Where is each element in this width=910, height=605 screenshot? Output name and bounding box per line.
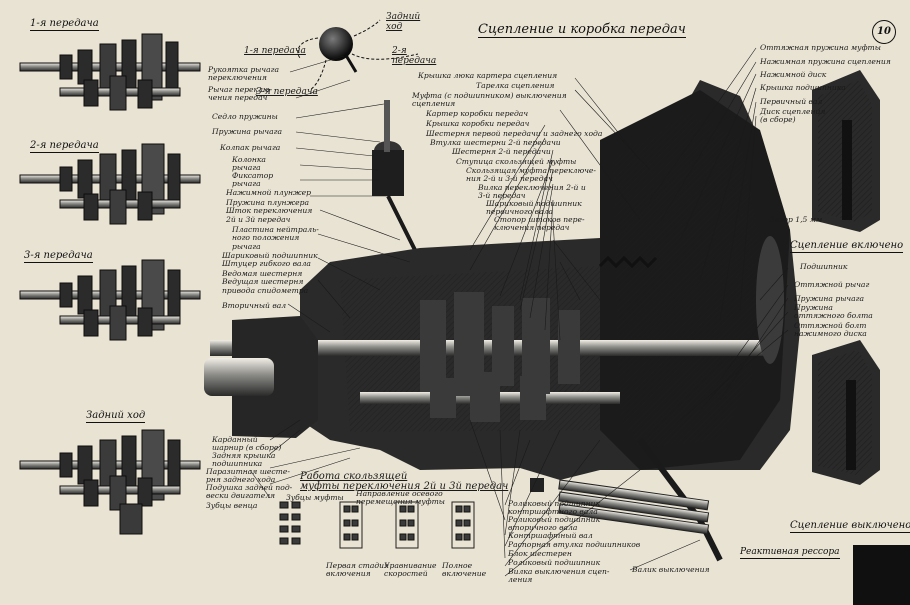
label-speedo-gears: Ведомая шестерня Ведущая шестерня привод… (222, 269, 309, 295)
label-spacer-sleeve: Распорная втулка подшипников (508, 540, 641, 549)
label-stage-first: Первая стадия включения (326, 561, 390, 579)
label-release-bolt: Оттяжной болт нажимного диска (794, 321, 867, 339)
page-title: Сцепление и коробка передач (478, 22, 686, 38)
label-shift-fork: Вилка переключения 2-й и 3-й передач (478, 183, 586, 201)
label-neutral-plate: Пластина нейтраль- ного положения рычага (232, 225, 319, 251)
label-ring-teeth: Зубцы венца (206, 501, 258, 510)
label-lever-spring-right: Пружина рычага (794, 294, 865, 303)
label-output-shaft: Вторичный вал (222, 301, 287, 310)
shift-label-reverse: Задний ход (386, 12, 421, 32)
label-release-shaft: Валик выключения (632, 565, 710, 574)
label-clutch-plate: Тарелка сцепления (476, 81, 555, 90)
label-hatch-cover: Крышка люка картера сцепления (418, 71, 558, 80)
sliding-clutch-title: Работа скользящей муфты переключения 2й … (300, 471, 509, 492)
label-clutch-teeth: Зубцы муфты (286, 493, 344, 502)
label-release-fork: Вилка выключения сцеп- ления (508, 567, 610, 585)
label-axial-direction: Направление осевого перемещения муфты (356, 489, 445, 507)
label-input-bearing: Шариковый подшипник первичного вала (486, 199, 582, 217)
clutch-detail-drawings (812, 70, 880, 485)
label-output-roller-bearing: Роликовый подшипник вторичного вала (508, 515, 601, 533)
label-gear-cluster: Блок шестерен (508, 549, 572, 558)
shift-label-second: 2-я передача (392, 46, 437, 66)
label-clutch-disc: Диск сцепления (в сборе) (760, 107, 826, 125)
label-spring-seat: Седло пружины (212, 112, 278, 121)
label-release-lever: Оттяжной рычаг (794, 280, 870, 289)
label-bearing: Подшипник (800, 262, 848, 271)
label-pressure-spring: Нажимная пружина сцепления (760, 57, 891, 66)
label-countershaft-bearing: Роликовый подшипник контршафтного вала (508, 499, 601, 517)
label-rod-stopper: Стопор штоков пере- ключения передач (494, 215, 585, 233)
label-shift-knob: Рукоятка рычага переключения (208, 65, 279, 83)
label-sliding-hub: Ступица скользящей муфты (456, 157, 577, 166)
label-ball-bearing: Шариковый подшипник Штуцер гибкого вала (222, 251, 318, 269)
label-engine-mount: Подушка задней под- вески двигателя (206, 483, 293, 501)
label-shift-lever: Рычаг переклю- чения передач (208, 85, 273, 103)
label-clutch-gap: Зазор 1,5 мм (770, 215, 823, 224)
sliding-clutch-stage-drawings (279, 501, 475, 549)
label-second-gear-sleeve: Втулка шестерни 2-й передачи (430, 138, 561, 147)
label-bearing-cover: Крышка подшипника (760, 83, 846, 92)
label-cardan-joint: Карданный шарнир (в сборе) (212, 435, 282, 453)
shift-knob-drawing (297, 19, 419, 91)
label-lever-cap: Колпак рычага (220, 143, 281, 152)
sheet-number-badge: 10 (872, 20, 896, 44)
label-lever-column: Колонка рычага (232, 155, 266, 173)
label-return-spring: Оттяжная пружина муфты (760, 43, 881, 52)
label-gearbox-cover: Крышка коробки передач (426, 119, 530, 128)
label-pressure-plunger: Нажимной плунжер (226, 188, 311, 197)
label-bolt-spring: Пружина оттяжного болта (794, 303, 873, 321)
gear-header-third: 3-я передача (24, 250, 93, 263)
label-lever-spring: Пружина рычага (212, 127, 283, 136)
gearbox-body-drawing (204, 80, 800, 562)
label-release-sleeve: Муфта (с подшипником) выключения сцеплен… (412, 91, 567, 109)
shift-label-third: 3-я передача (256, 87, 318, 97)
gear-header-reverse: Задний ход (86, 410, 146, 423)
label-clutch-engaged: Сцепление включено (790, 240, 904, 253)
leader-lines (249, 47, 789, 577)
label-reverse-idler: Паразитная шесте- рня заднего хода (206, 467, 290, 485)
label-pressure-disc: Нажимной диск (760, 70, 827, 79)
label-second-gear: Шестерня 2-й передачи (452, 147, 551, 156)
label-plunger-spring: Пружина плунжера Шток переключения 2й и … (226, 198, 313, 224)
label-lever-lock: Фиксатор рычага (232, 171, 274, 189)
label-roller-bearing: Роликовый подшипник (508, 558, 601, 567)
label-first-reverse-gear: Шестерня первой передачи и заднего хода (426, 129, 603, 138)
label-input-shaft: Первичный вал (760, 97, 823, 106)
gear-header-second: 2-я передача (30, 140, 99, 153)
label-reactive-spring: Реактивная рессора (740, 547, 840, 559)
label-sliding-sleeve: Скользящая муфта переключе- ния 2-й и 3-… (466, 166, 596, 184)
gear-set-drawings (19, 33, 201, 535)
label-rear-bearing-cover: Задняя крышка подшипника (212, 451, 276, 469)
label-clutch-disengaged: Сцепление выключено (790, 520, 910, 533)
corner-stamp (853, 545, 910, 605)
label-stage-equalize: Уравнивание скоростей (384, 561, 437, 579)
shift-label-first: 1-я передача (244, 46, 306, 56)
label-stage-full: Полное включение (442, 561, 487, 579)
label-countershaft: Контршафтный вал (508, 531, 593, 540)
gear-header-first: 1-я передача (30, 18, 99, 31)
label-gearbox-case: Картер коробки передач (426, 109, 529, 118)
